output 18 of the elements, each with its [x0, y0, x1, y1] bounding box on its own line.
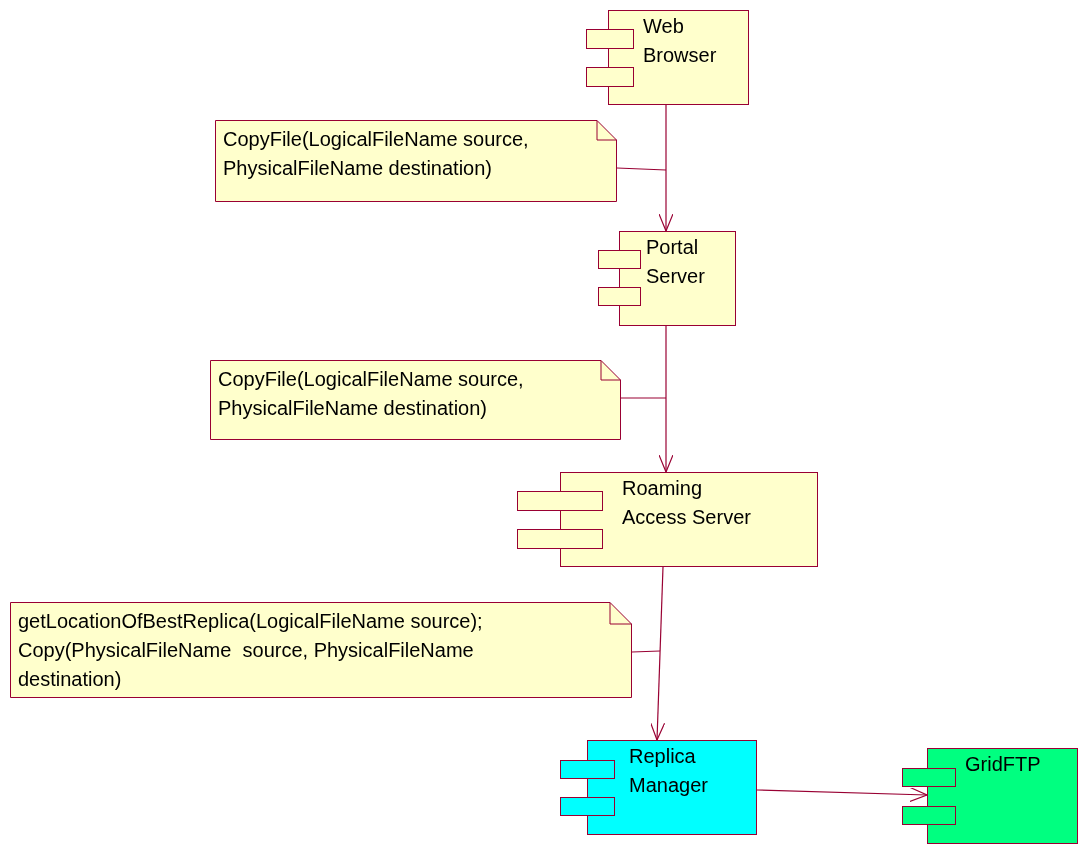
arrow	[658, 104, 674, 232]
component-label: Web Browser	[643, 14, 718, 68]
component-label: Portal Server	[646, 235, 706, 289]
arrow	[756, 786, 928, 803]
component-label: Replica Manager	[629, 744, 709, 798]
note-box	[215, 120, 617, 202]
leader-line	[631, 650, 661, 653]
note-box	[210, 360, 621, 440]
note-box	[10, 602, 632, 698]
leader-line	[616, 167, 667, 171]
note-text: getLocationOfBestReplica(LogicalFileName source); Copy(PhysicalFileName source, PhysicalFileName destination)	[18, 609, 484, 692]
arrow	[658, 325, 674, 473]
component-label: GridFTP	[965, 752, 1042, 777]
arrow	[650, 566, 666, 741]
leader-line	[620, 397, 667, 399]
component-label: Roaming Access Server	[622, 476, 752, 530]
note-text: CopyFile(LogicalFileName source, PhysicalFileName destination)	[223, 127, 530, 181]
note-text: CopyFile(LogicalFileName source, PhysicalFileName destination)	[218, 367, 525, 421]
